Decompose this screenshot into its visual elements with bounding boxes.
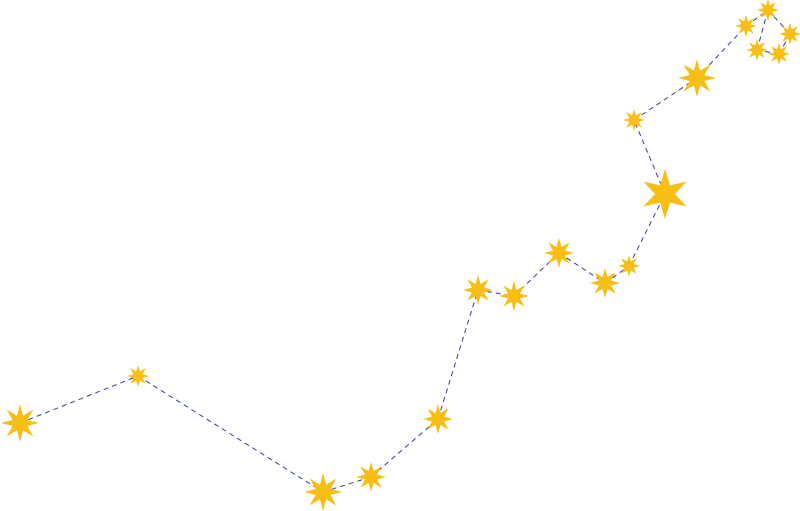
star-icon-s3 xyxy=(304,473,342,511)
star-icon-s10 xyxy=(618,255,640,277)
star-icon-s5 xyxy=(423,404,453,434)
star-icon-s15 xyxy=(757,0,779,21)
connection-line-s4-s5 xyxy=(370,418,439,478)
star-icon-s6 xyxy=(463,275,493,305)
star-icon-s13 xyxy=(678,59,716,97)
star-icon-s1 xyxy=(1,404,39,442)
star-icon-s12 xyxy=(623,109,645,131)
star-icon-s18 xyxy=(746,39,768,61)
star-icon-s14 xyxy=(735,15,757,37)
star-icon-s8 xyxy=(544,238,574,268)
connection-line-s11-s12 xyxy=(633,119,666,195)
star-icon-s4 xyxy=(356,462,386,492)
star-icon-s9 xyxy=(590,268,620,298)
star-icon-s2 xyxy=(127,365,149,387)
connection-line-s12-s13 xyxy=(633,77,698,121)
connection-line-s2-s3 xyxy=(137,375,324,493)
connection-line-s10-s11 xyxy=(628,193,666,267)
connection-line-s1-s2 xyxy=(19,375,139,424)
connection-line-s18-s15 xyxy=(756,9,769,51)
connection-line-s5-s6 xyxy=(437,289,479,420)
connection-line-s8-s9 xyxy=(558,252,606,284)
connection-lines xyxy=(19,9,791,493)
star-icon-s7 xyxy=(499,281,529,311)
star-icon-s17 xyxy=(768,43,790,65)
star-icon-s11 xyxy=(643,169,687,219)
star-icon-s16 xyxy=(779,23,800,45)
